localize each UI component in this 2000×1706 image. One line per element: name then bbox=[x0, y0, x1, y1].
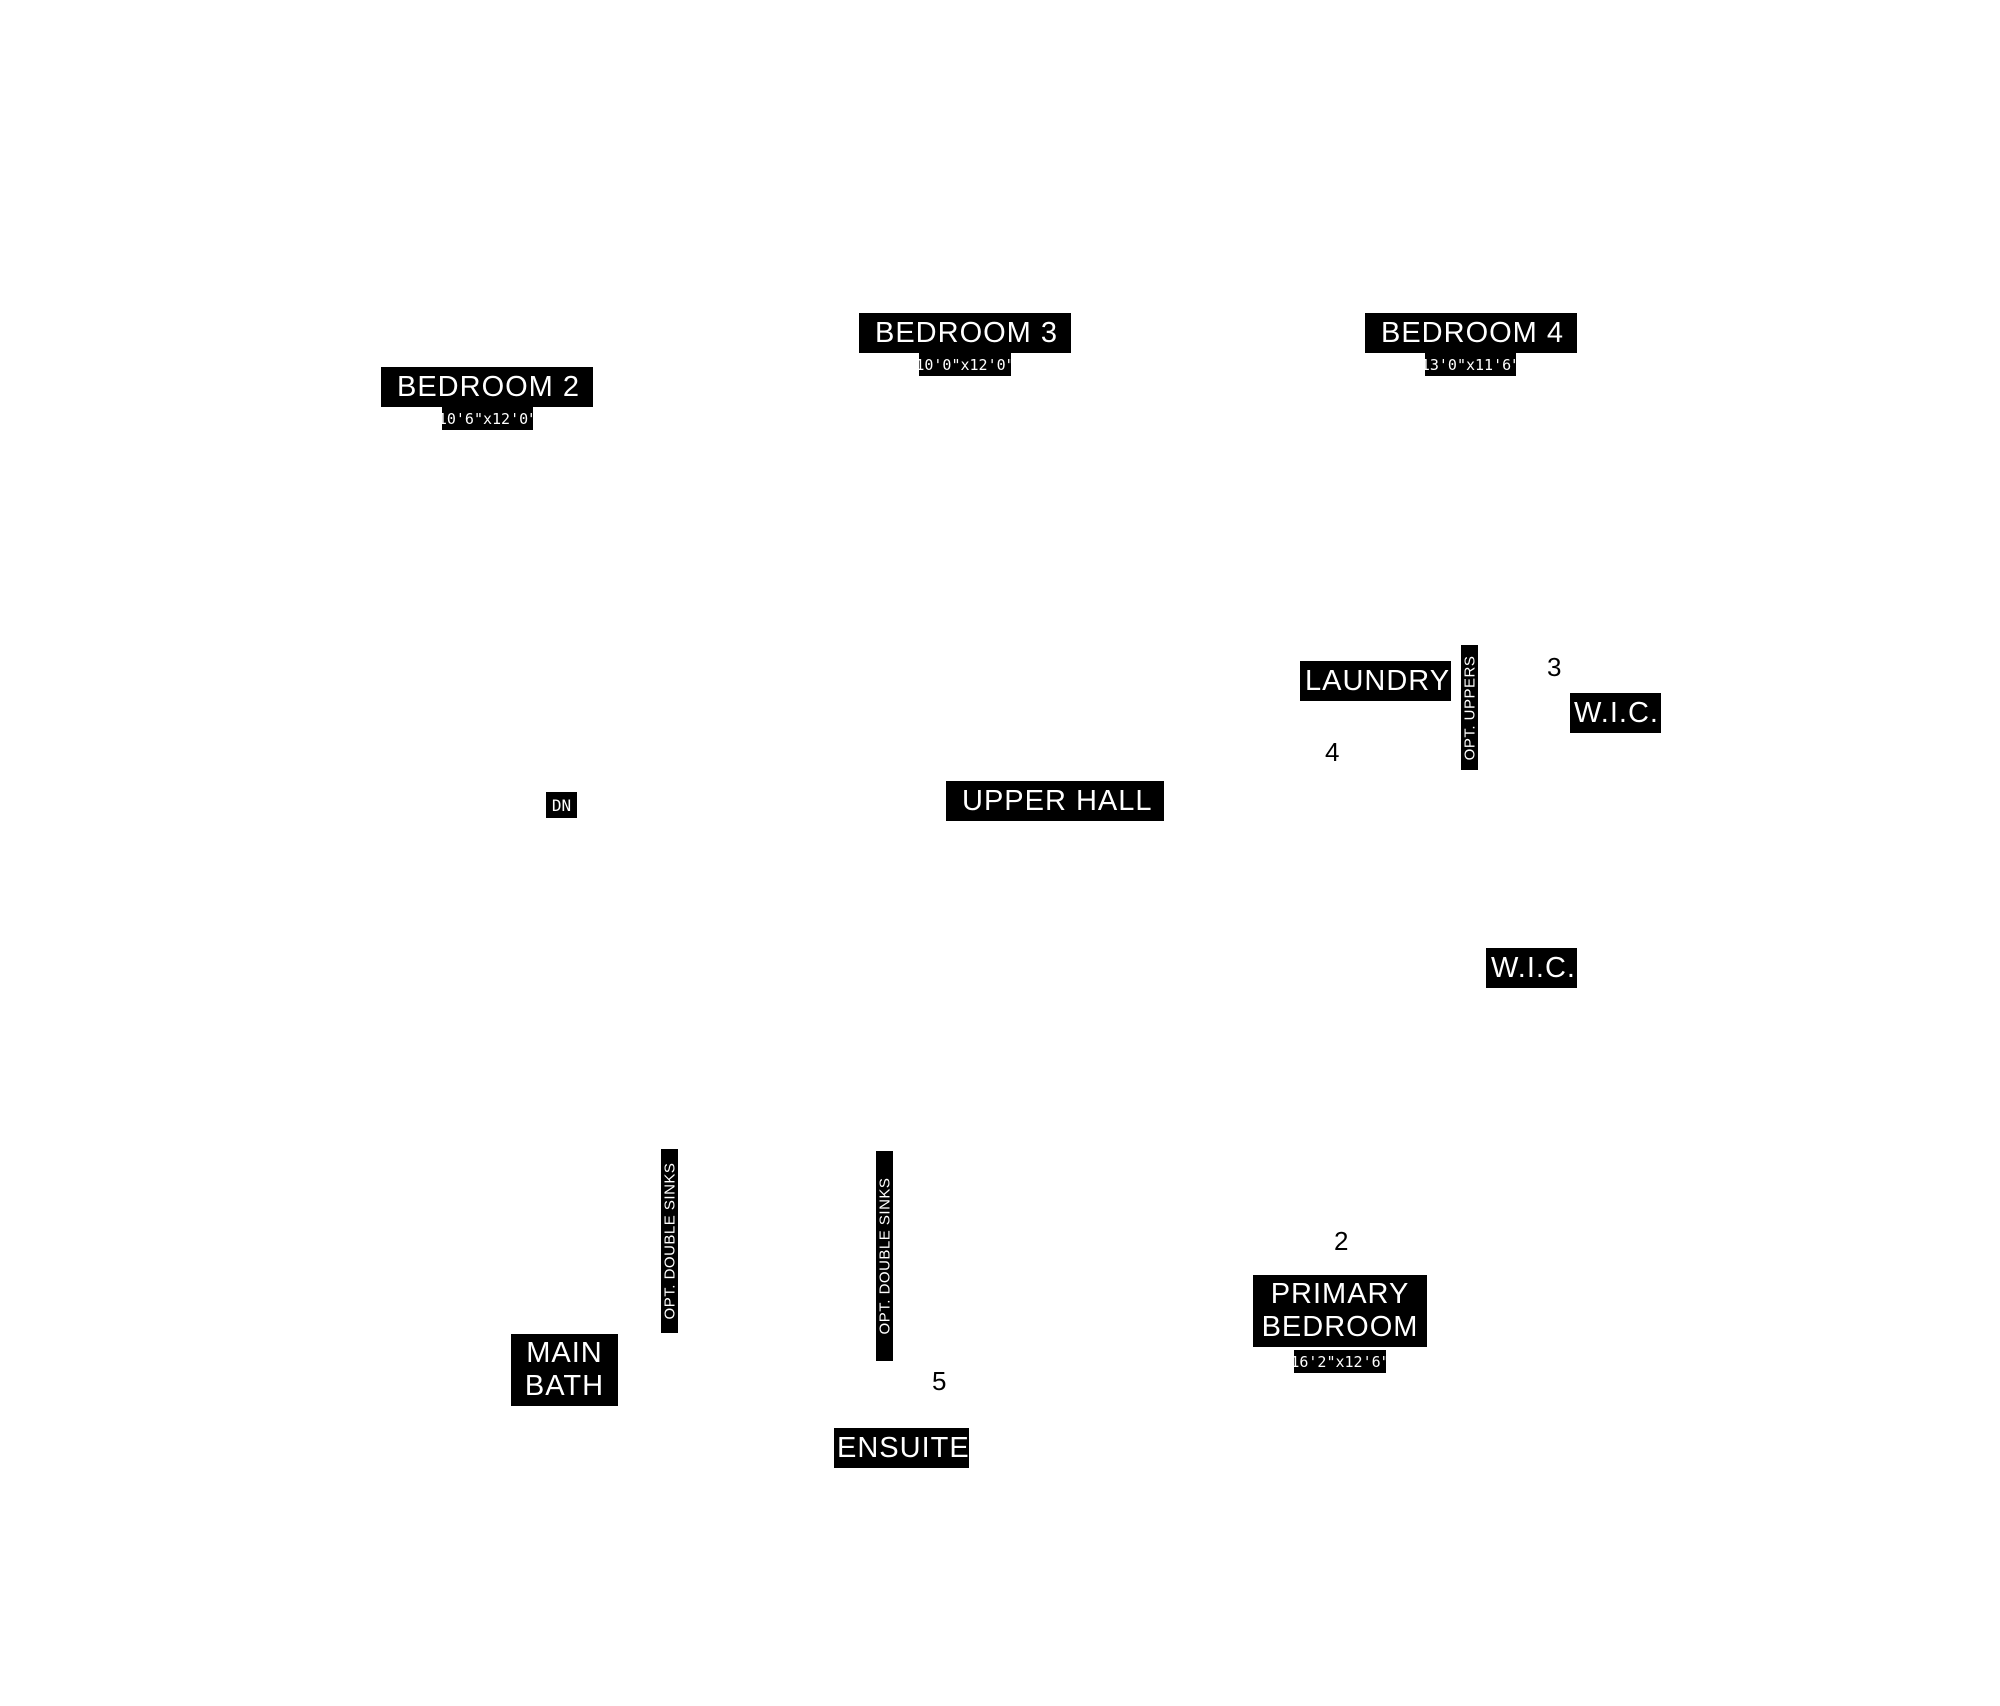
marker-4: 4 bbox=[1325, 737, 1340, 767]
wic-upper-name: W.I.C. bbox=[1574, 696, 1659, 729]
upper-hall-label: UPPER HALL bbox=[946, 781, 1164, 821]
bedroom-2-label: BEDROOM 2 bbox=[381, 367, 593, 407]
stair-down-label: DN bbox=[546, 792, 577, 818]
opt-uppers-text: OPT. UPPERS bbox=[1461, 655, 1478, 760]
main-bath-line-2: BATH bbox=[524, 1370, 605, 1402]
bedroom-4-dimensions: 13'0"x11'6" bbox=[1421, 353, 1520, 376]
laundry-label: LAUNDRY bbox=[1300, 661, 1451, 701]
primary-bedroom-label: PRIMARY BEDROOM bbox=[1253, 1275, 1427, 1347]
stair-down-text: DN bbox=[551, 795, 572, 815]
upper-hall-name: UPPER HALL bbox=[962, 784, 1153, 817]
wic-lower-name: W.I.C. bbox=[1491, 951, 1576, 984]
marker-5: 5 bbox=[932, 1366, 947, 1396]
opt-uppers-note: OPT. UPPERS bbox=[1461, 645, 1478, 770]
primary-bedroom-line-1: PRIMARY bbox=[1270, 1278, 1410, 1310]
bedroom-2-name: BEDROOM 2 bbox=[397, 370, 581, 403]
main-bath-label: MAIN BATH bbox=[511, 1334, 618, 1406]
wic-upper-label: W.I.C. bbox=[1570, 693, 1661, 733]
marker-2: 2 bbox=[1334, 1226, 1349, 1256]
ensuite-label: ENSUITE bbox=[834, 1428, 969, 1468]
opt-double-sinks-ensuite-note: OPT. DOUBLE SINKS bbox=[876, 1151, 893, 1361]
bedroom-4-label: BEDROOM 4 bbox=[1365, 313, 1577, 353]
bedroom-2-dims-text: 10'6"x12'0" bbox=[437, 409, 538, 428]
opt-double-sinks-ensuite-text: OPT. DOUBLE SINKS bbox=[876, 1177, 893, 1335]
main-bath-line-1: MAIN bbox=[526, 1337, 603, 1369]
bedroom-3-dimensions: 10'0"x12'0" bbox=[915, 353, 1015, 376]
bedroom-4-name: BEDROOM 4 bbox=[1381, 316, 1565, 349]
bedroom-2-dimensions: 10'6"x12'0" bbox=[438, 407, 537, 430]
bedroom-3-dims-text: 10'0"x12'0" bbox=[915, 355, 1015, 374]
bedroom-3-name: BEDROOM 3 bbox=[875, 316, 1059, 349]
primary-bedroom-line-2: BEDROOM bbox=[1261, 1311, 1419, 1343]
primary-bedroom-dimensions: 16'2"x12'6" bbox=[1290, 1350, 1390, 1373]
opt-double-sinks-main-note: OPT. DOUBLE SINKS bbox=[661, 1149, 678, 1333]
opt-double-sinks-main-text: OPT. DOUBLE SINKS bbox=[661, 1162, 678, 1320]
ensuite-name: ENSUITE bbox=[837, 1431, 970, 1464]
bedroom-4-dims-text: 13'0"x11'6" bbox=[1420, 355, 1521, 374]
primary-bedroom-dims-text: 16'2"x12'6" bbox=[1290, 1352, 1390, 1371]
marker-3: 3 bbox=[1547, 652, 1562, 682]
laundry-name: LAUNDRY bbox=[1305, 664, 1451, 697]
bedroom-3-label: BEDROOM 3 bbox=[859, 313, 1071, 353]
wic-lower-label: W.I.C. bbox=[1486, 948, 1577, 988]
